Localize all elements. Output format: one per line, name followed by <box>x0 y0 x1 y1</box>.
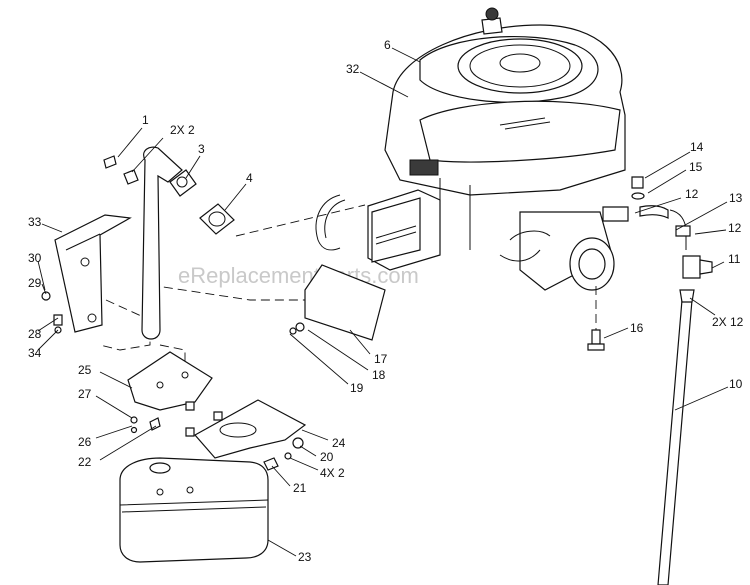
callout-11: 11 <box>728 252 741 266</box>
callout-16: 16 <box>630 321 644 335</box>
muffler-bracket-24 <box>194 399 307 459</box>
callout-4x-2: 4X 2 <box>320 466 345 480</box>
callout-12-lower: 12 <box>728 221 742 235</box>
fuel-fittings <box>602 176 713 279</box>
bolt-1 <box>103 155 139 185</box>
callout-13: 13 <box>729 191 743 205</box>
air-filter <box>499 211 615 291</box>
callout-26: 26 <box>78 435 92 449</box>
callout-17: 17 <box>374 352 388 366</box>
leader-lines <box>37 47 729 557</box>
callout-12-upper: 12 <box>685 187 699 201</box>
callout-18: 18 <box>372 368 386 382</box>
callout-20: 20 <box>320 450 334 464</box>
muffler-bracket-25 <box>127 351 213 411</box>
callout-34: 34 <box>28 346 42 360</box>
callout-28: 28 <box>28 327 42 341</box>
engine-control-box <box>315 189 441 271</box>
bracket-hardware <box>130 401 292 471</box>
callout-24: 24 <box>332 436 346 450</box>
callout-15: 15 <box>689 160 703 174</box>
callout-22: 22 <box>78 455 92 469</box>
watermark: eReplacementParts.com <box>178 263 419 288</box>
callout-19: 19 <box>350 381 364 395</box>
callout-27: 27 <box>78 387 92 401</box>
callout-labels: 1 2X 2 3 4 6 32 14 15 12 13 12 11 2X 12 … <box>28 38 744 564</box>
callout-32: 32 <box>346 62 360 76</box>
fuel-line-tube <box>657 289 695 585</box>
callout-25: 25 <box>78 363 92 377</box>
callout-2x-12: 2X 12 <box>712 315 744 329</box>
callout-29: 29 <box>28 276 42 290</box>
callout-33: 33 <box>28 215 42 229</box>
callout-2x-2: 2X 2 <box>170 123 195 137</box>
callout-14: 14 <box>690 140 704 154</box>
callout-1: 1 <box>142 113 149 127</box>
mount-plate <box>289 264 386 341</box>
callout-6: 6 <box>384 38 391 52</box>
callout-23: 23 <box>298 550 312 564</box>
muffler <box>119 457 269 563</box>
heat-shield <box>54 214 132 333</box>
callout-10: 10 <box>729 377 743 391</box>
gasket <box>199 203 235 235</box>
engine-assembly <box>384 7 626 250</box>
callout-4: 4 <box>246 171 253 185</box>
screw-16 <box>587 329 605 351</box>
callout-3: 3 <box>198 142 205 156</box>
exhaust-pipe <box>141 146 197 340</box>
callout-21: 21 <box>293 481 307 495</box>
callout-30: 30 <box>28 251 42 265</box>
